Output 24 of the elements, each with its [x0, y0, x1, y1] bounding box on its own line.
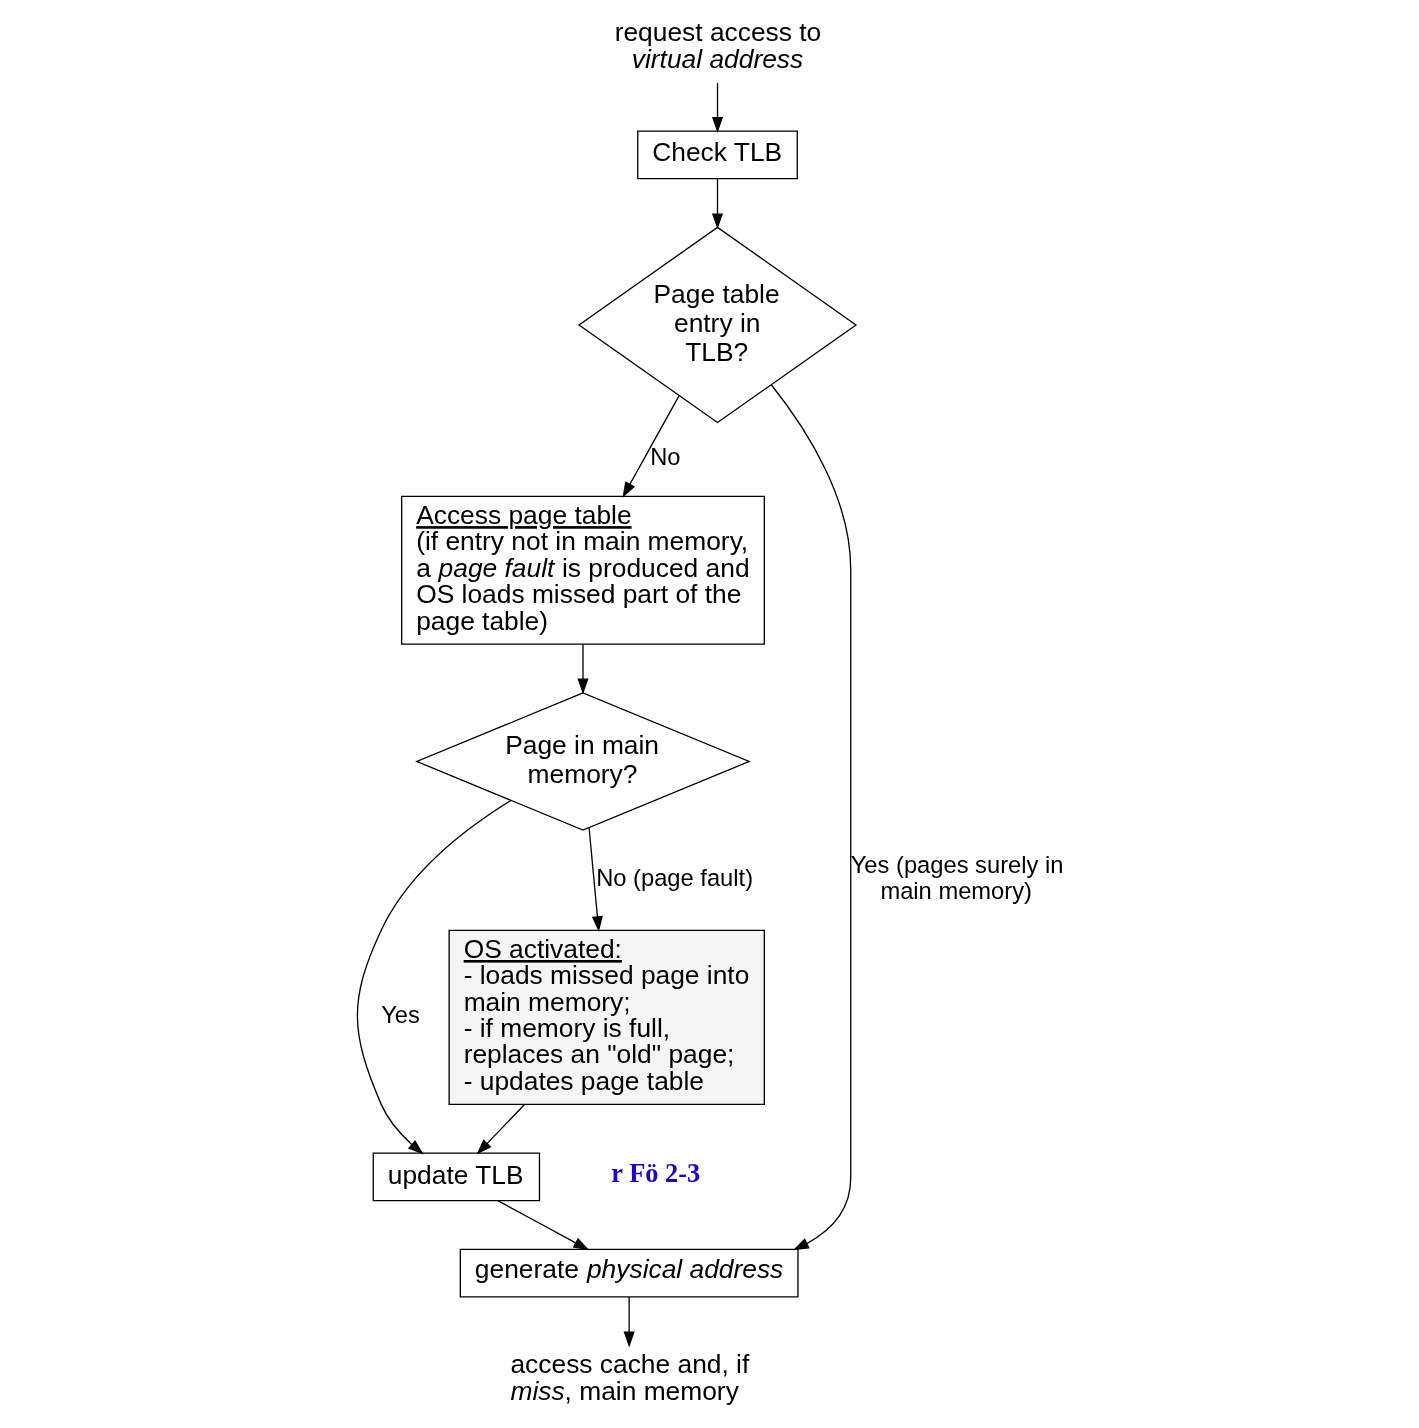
- node-text: request access to virtual address: [614, 17, 822, 74]
- edge-label: Yes (pages surely in main memory): [850, 851, 1064, 905]
- node-box: Access page table (if entry not in main memory, a page fault is produced and OS loads missed part of the page table): [401, 495, 765, 645]
- node-box: update TLB: [372, 1152, 541, 1202]
- node-diamond: Page table entry in TLB?: [577, 226, 858, 424]
- label: r Fö 2-3: [611, 1159, 701, 1189]
- edge-label: No: [650, 444, 681, 471]
- arrow: [356, 799, 512, 1155]
- node-box: OS activated: - loads missed page into main memory; - if memory is full, replaces an "old" page; - updates page table: [448, 929, 765, 1106]
- node-box: generate physical address: [459, 1248, 799, 1298]
- node-text: access cache and, if miss, main memory: [510, 1349, 750, 1406]
- arrow: [577, 643, 589, 695]
- edge-label: Yes: [381, 1002, 420, 1029]
- arrow: [623, 1296, 635, 1348]
- arrow: [497, 1200, 590, 1251]
- edge-label: No (page fault): [596, 864, 754, 891]
- node-diamond: Page in main memory?: [415, 692, 751, 831]
- arrow: [476, 1103, 526, 1155]
- arrow: [770, 384, 852, 1251]
- arrow: [622, 395, 680, 498]
- arrow: [588, 827, 603, 932]
- node-box: Check TLB: [637, 130, 798, 180]
- arrow: [711, 82, 724, 133]
- arrow: [711, 178, 724, 230]
